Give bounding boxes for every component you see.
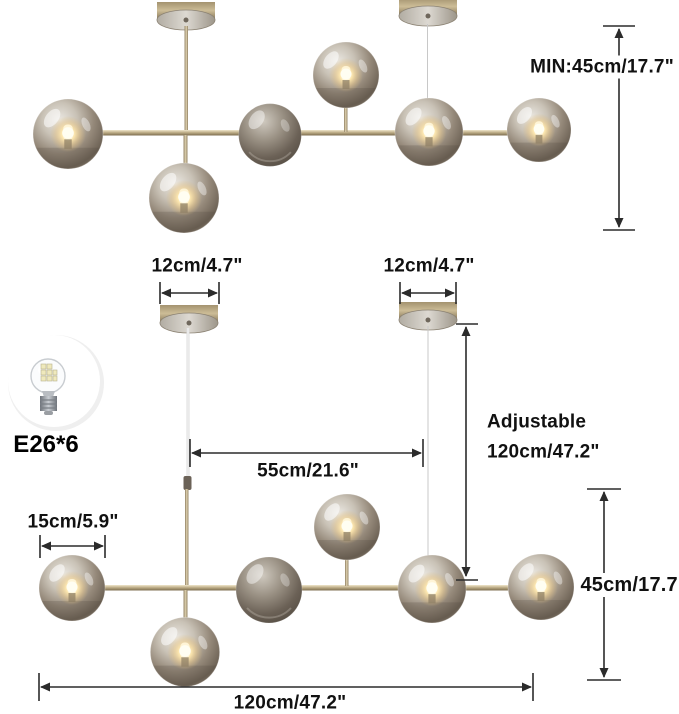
bulb-badge: [8, 335, 104, 431]
upper-chandelier: [32, 0, 572, 234]
dimension-lines: [38, 25, 635, 701]
ceiling-canopy-icon: [398, 0, 458, 27]
hanging-rod: [184, 26, 188, 132]
upper-stem: [344, 106, 348, 132]
ceiling-canopy-icon: [398, 301, 458, 331]
glass-globe: [237, 102, 303, 168]
dim-arrow-canopy-left: [159, 282, 220, 304]
dim-label-hang-spacing: 55cm/21.6": [257, 460, 359, 482]
glass-globe: [506, 97, 572, 163]
horizontal-bar: [100, 585, 508, 591]
dim-label-fixture-width: 120cm/47.2": [233, 692, 347, 714]
glass-globe: [148, 162, 220, 234]
bulb-spec-label: E26*6: [13, 431, 79, 458]
glass-globe: [394, 97, 464, 167]
dim-arrow-canopy-right: [399, 282, 457, 304]
glass-globe: [149, 616, 221, 688]
glass-globe: [313, 493, 381, 561]
dim-arrow-fixture-width: [38, 673, 534, 701]
horizontal-bar: [100, 130, 510, 136]
dim-label-adjustable-value: 120cm/47.2": [487, 441, 600, 463]
lower-chandelier: [38, 301, 575, 688]
dim-label-globe-diameter: 15cm/5.9": [27, 511, 119, 533]
dim-label-adjustable-title: Adjustable: [487, 411, 587, 433]
pendant-stem: [183, 135, 188, 165]
dim-arrow-adjustable: [456, 323, 478, 581]
glass-globe: [32, 98, 104, 170]
hanging-rod: [185, 489, 189, 588]
glass-globe: [397, 554, 467, 624]
dim-arrow-globe-diameter: [39, 535, 106, 558]
glass-globe: [507, 553, 575, 621]
dim-label-fixture-height: 45cm/17.7": [576, 573, 679, 597]
cord-connector: [183, 476, 192, 490]
glass-globe: [38, 554, 106, 622]
dim-label-canopy-width-left: 12cm/4.7": [151, 255, 243, 277]
dim-arrow-hang-spacing: [189, 439, 424, 467]
light-bulb-icon: [30, 358, 66, 415]
dim-label-min-height: MIN:45cm/17.7": [526, 55, 678, 79]
upper-stem: [345, 558, 349, 586]
glass-globe: [312, 41, 380, 109]
glass-globe: [235, 556, 303, 624]
ceiling-canopy-icon: [156, 1, 216, 31]
pendant-stem: [183, 590, 188, 620]
dim-label-canopy-width-right: 12cm/4.7": [383, 255, 475, 277]
